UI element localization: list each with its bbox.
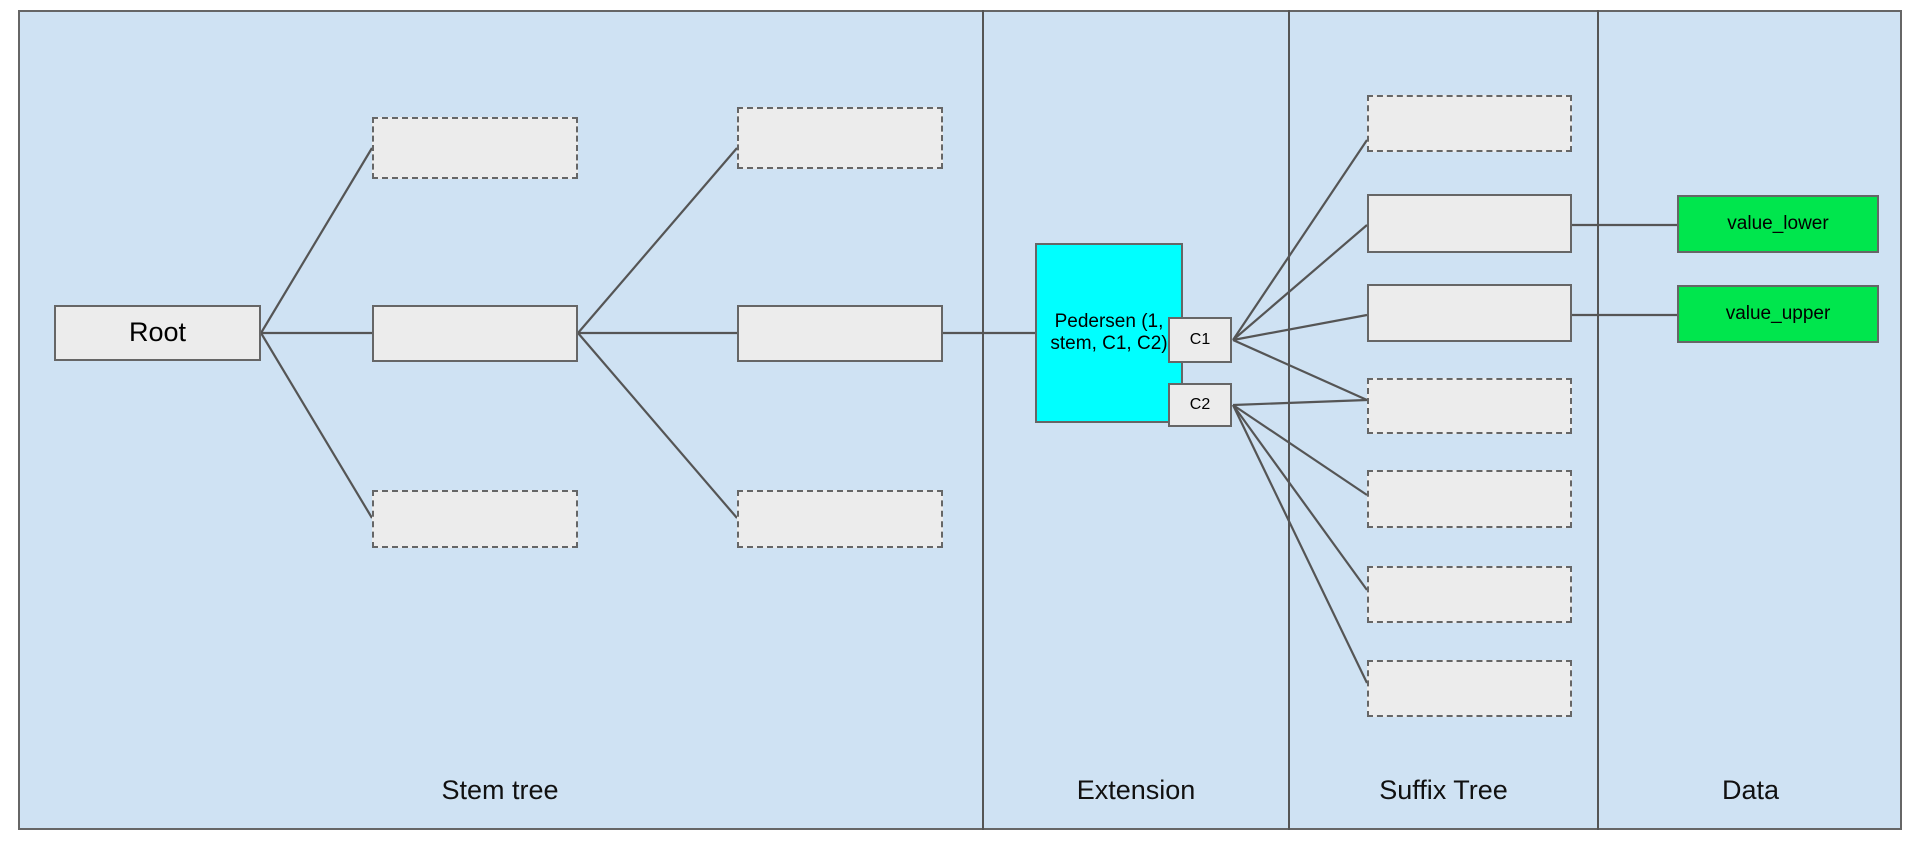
column-label-stem-tree-text: Stem tree — [441, 775, 559, 805]
node-value-lower[interactable]: value_lower — [1677, 195, 1879, 253]
node-c1[interactable]: C1 — [1168, 317, 1232, 363]
column-divider-1 — [982, 10, 984, 830]
node-stem-mid-2[interactable] — [737, 305, 943, 362]
node-root-label: Root — [128, 317, 187, 348]
column-label-stem-tree: Stem tree — [18, 775, 982, 806]
column-label-data: Data — [1599, 775, 1902, 806]
column-label-extension-text: Extension — [1076, 775, 1196, 805]
node-value-upper[interactable]: value_upper — [1677, 285, 1879, 343]
node-stem-branch-bottom-2[interactable] — [737, 490, 943, 548]
node-value-lower-label: value_lower — [1727, 212, 1829, 234]
node-stem-branch-top-2[interactable] — [737, 107, 943, 169]
node-stem-branch-bottom-1[interactable] — [372, 490, 578, 548]
node-suffix-4[interactable] — [1367, 378, 1572, 434]
node-stem-branch-top-1[interactable] — [372, 117, 578, 179]
column-label-suffix-tree: Suffix Tree — [1290, 775, 1597, 806]
diagram-frame — [18, 10, 1902, 830]
column-divider-3 — [1597, 10, 1599, 830]
node-suffix-3[interactable] — [1367, 284, 1572, 342]
column-label-extension: Extension — [984, 775, 1288, 806]
node-suffix-6[interactable] — [1367, 566, 1572, 623]
node-stem-mid-1[interactable] — [372, 305, 578, 362]
node-value-upper-label: value_upper — [1725, 302, 1831, 324]
node-suffix-1[interactable] — [1367, 95, 1572, 152]
node-suffix-2[interactable] — [1367, 194, 1572, 253]
node-c1-label: C1 — [1189, 330, 1211, 348]
node-c2-label: C2 — [1189, 395, 1211, 413]
node-c2[interactable]: C2 — [1168, 383, 1232, 427]
node-pedersen[interactable]: Pedersen (1, stem, C1, C2) — [1035, 243, 1183, 423]
column-label-data-text: Data — [1721, 775, 1780, 805]
column-label-suffix-tree-text: Suffix Tree — [1379, 775, 1508, 805]
node-suffix-5[interactable] — [1367, 470, 1572, 528]
node-pedersen-label: Pedersen (1, stem, C1, C2) — [1050, 310, 1168, 354]
node-root[interactable]: Root — [54, 305, 261, 361]
node-suffix-7[interactable] — [1367, 660, 1572, 717]
column-divider-2 — [1288, 10, 1290, 830]
